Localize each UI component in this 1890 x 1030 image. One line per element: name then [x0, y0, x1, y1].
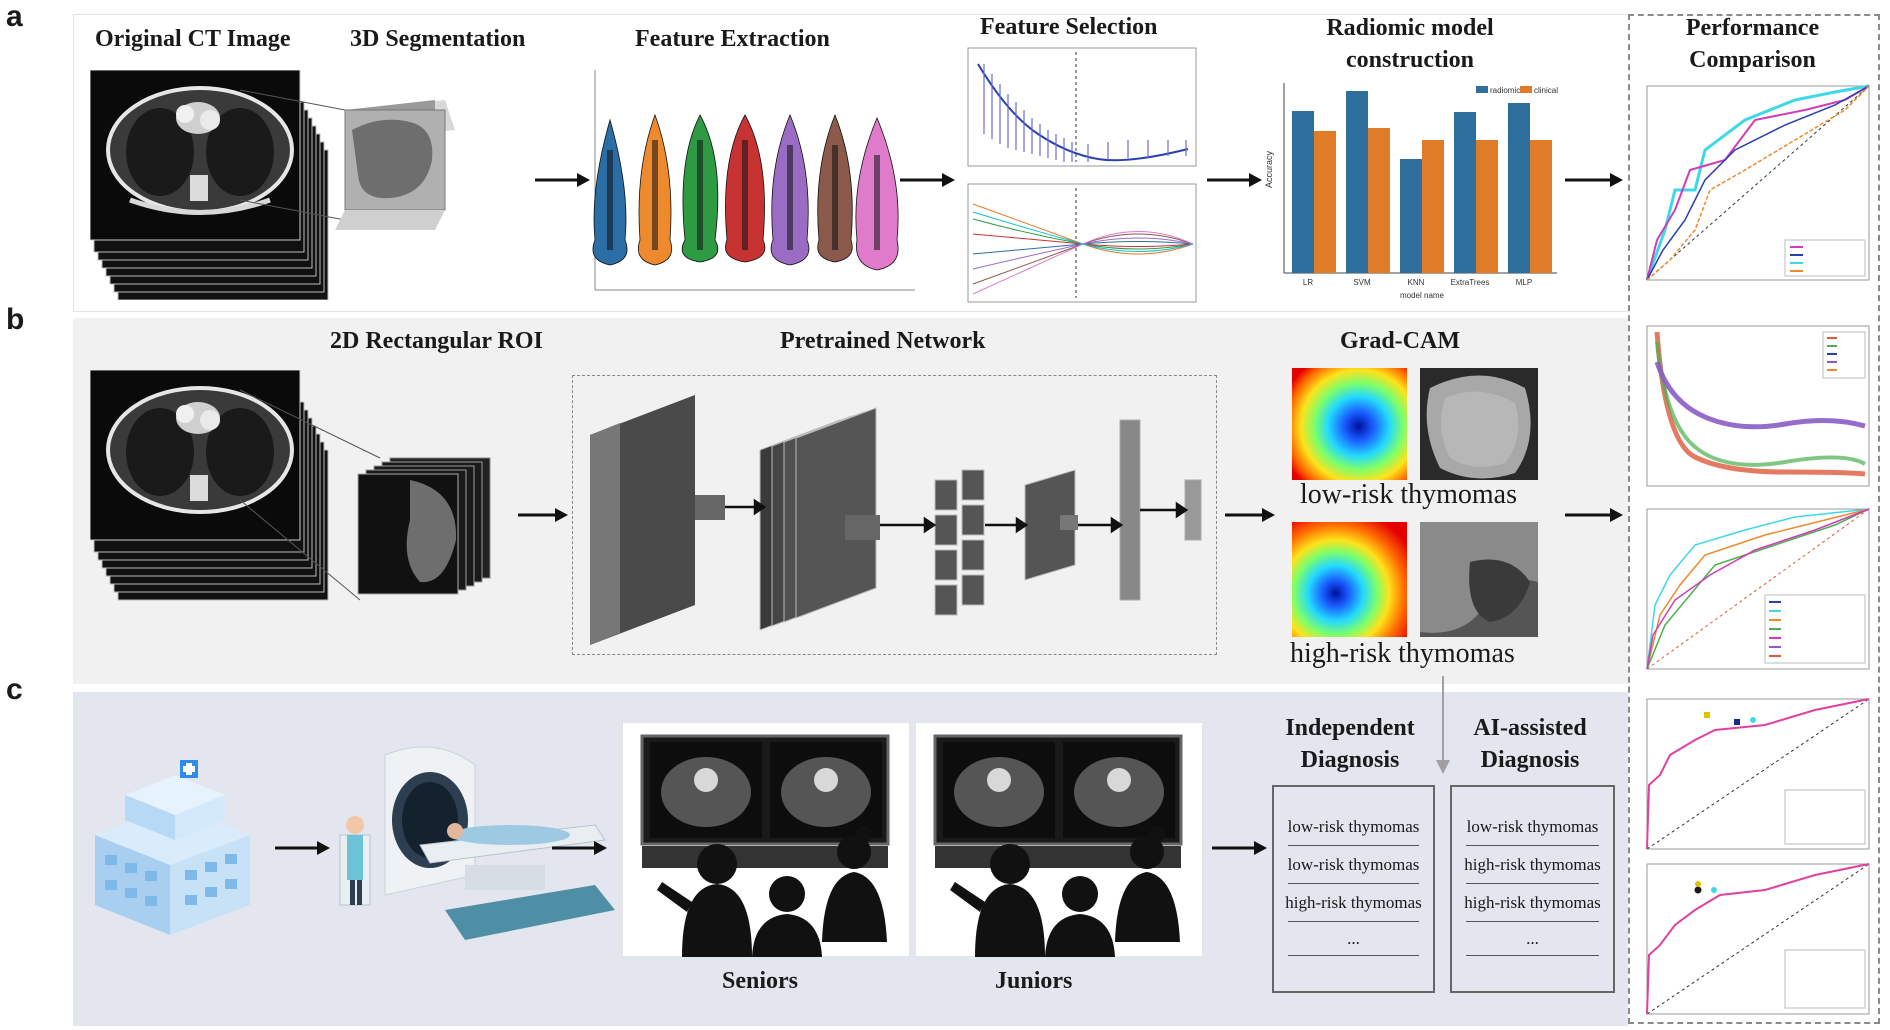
independent-diagnosis-box: low-risk thymomas low-risk thymomas high… — [1272, 785, 1435, 993]
panel-letter-a: a — [6, 0, 23, 33]
low-risk-label: low-risk thymomas — [1300, 479, 1517, 510]
divider — [1466, 921, 1599, 922]
ai-item-4: ... — [1526, 929, 1539, 948]
tick-svm: SVM — [1353, 278, 1371, 287]
roc-reader-seniors — [1646, 698, 1870, 850]
gradcam-title: Grad-CAM — [1340, 328, 1460, 354]
roc-comparison-a — [1645, 84, 1870, 281]
radiomic-model-title: Radiomic model construction — [1326, 15, 1494, 73]
roc-comparison-b — [1646, 508, 1870, 670]
arrow-a2 — [900, 173, 955, 187]
tick-lr: LR — [1303, 278, 1313, 287]
panel-letter-b: b — [6, 303, 25, 336]
hospital-icon — [95, 760, 250, 935]
divider — [1466, 845, 1599, 846]
segmentation-title: 3D Segmentation — [350, 26, 526, 52]
gradcam-high-heatmap — [1292, 522, 1407, 637]
juniors-label: Juniors — [995, 968, 1073, 994]
arrow-b3 — [1565, 508, 1623, 522]
feature-selection-title: Feature Selection — [980, 14, 1158, 40]
bar-chart-ylabel: Accuracy — [1264, 150, 1274, 188]
independent-diagnosis-title: Independent Diagnosis — [1285, 715, 1415, 773]
legend-radiomics: radiomics — [1490, 86, 1524, 95]
divider — [1466, 883, 1599, 884]
divider — [1288, 845, 1419, 846]
ct-scanner-icon — [339, 746, 615, 940]
ai-item-3: high-risk thymomas — [1464, 893, 1601, 912]
training-loss-plot — [1646, 325, 1870, 487]
divider — [1288, 921, 1419, 922]
divider — [1288, 883, 1419, 884]
arrow-c2 — [552, 841, 607, 855]
independent-item-3: high-risk thymomas — [1285, 893, 1422, 912]
tick-extratrees: ExtraTrees — [1451, 278, 1490, 287]
bar-lr-radiomics — [1292, 111, 1314, 273]
bar-knn-radiomics — [1400, 159, 1422, 273]
performance-comparison-title: Performance Comparison — [1685, 15, 1820, 73]
arrow-b2 — [1225, 508, 1275, 522]
gradcam-to-ai-arrow — [1436, 676, 1450, 774]
seniors-reading-scene — [622, 722, 910, 957]
bar-svm-clinical — [1368, 128, 1390, 273]
ct-image-stack-b — [90, 370, 491, 601]
arrow-c3 — [1212, 841, 1267, 855]
bar-extratrees-radiomics — [1454, 112, 1476, 273]
roi-title: 2D Rectangular ROI — [330, 328, 543, 354]
ai-assisted-diagnosis-box: low-risk thymomas high-risk thymomas hig… — [1450, 785, 1615, 993]
bar-mlp-clinical — [1530, 140, 1552, 273]
violin-plot — [592, 70, 915, 291]
model-bar-chart: Accuracy radiomics clinical LR SVM KNN E… — [1264, 83, 1558, 300]
gradcam-low-ct — [1420, 368, 1538, 480]
bar-mlp-radiomics — [1508, 103, 1530, 273]
juniors-reading-scene — [915, 722, 1203, 957]
bar-chart-bars — [1292, 91, 1552, 273]
divider — [1466, 955, 1599, 956]
roc-reader-juniors — [1646, 863, 1870, 1015]
gradcam-high-ct — [1420, 522, 1538, 637]
original-ct-title: Original CT Image — [95, 26, 291, 52]
bar-svm-radiomics — [1346, 91, 1368, 273]
ai-item-2: high-risk thymomas — [1464, 855, 1601, 874]
panel-letter-c: c — [6, 673, 23, 706]
bar-extratrees-clinical — [1476, 140, 1498, 273]
bar-lr-clinical — [1314, 131, 1336, 273]
tick-knn: KNN — [1408, 278, 1425, 287]
seniors-label: Seniors — [722, 968, 799, 994]
independent-item-4: ... — [1347, 929, 1360, 948]
independent-item-2: low-risk thymomas — [1287, 855, 1420, 874]
feature-extraction-title: Feature Extraction — [635, 26, 830, 52]
network-title: Pretrained Network — [780, 328, 986, 354]
cnn-architecture — [590, 395, 1202, 645]
high-risk-label: high-risk thymomas — [1290, 638, 1515, 669]
ai-assisted-diagnosis-title: AI-assisted Diagnosis — [1473, 715, 1587, 773]
ct-image-stack-a — [90, 70, 455, 300]
arrow-a1 — [535, 173, 590, 187]
arrow-c1 — [275, 841, 330, 855]
arrow-a4 — [1565, 173, 1623, 187]
gradcam-low-heatmap — [1292, 368, 1407, 480]
bar-knn-clinical — [1422, 140, 1444, 273]
arrow-b1 — [518, 508, 568, 522]
legend-radiomics-swatch — [1476, 86, 1488, 93]
bar-chart-xlabel: model name — [1400, 291, 1445, 300]
feature-selection-plots — [967, 47, 1197, 303]
network-box — [572, 375, 1217, 655]
divider — [1288, 955, 1419, 956]
legend-clinical: clinical — [1534, 86, 1558, 95]
tick-mlp: MLP — [1516, 278, 1532, 287]
independent-item-1: low-risk thymomas — [1287, 817, 1420, 836]
arrow-a3 — [1207, 173, 1262, 187]
legend-clinical-swatch — [1520, 86, 1532, 93]
ai-item-1: low-risk thymomas — [1466, 817, 1599, 836]
